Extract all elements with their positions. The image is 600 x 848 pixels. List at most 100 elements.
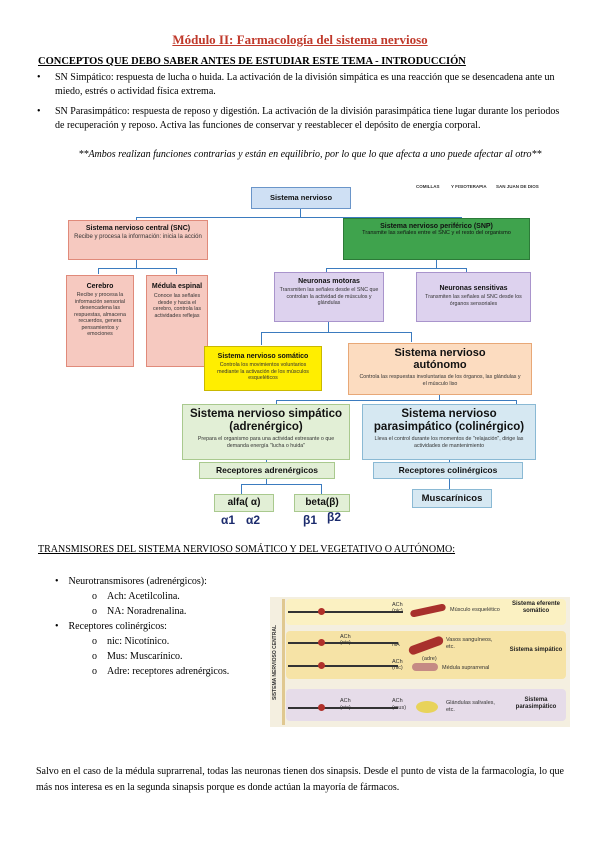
lane2-target2: Médula suprarrenal: [442, 665, 490, 671]
lane1-nic: (nic): [392, 608, 403, 614]
connector: [261, 332, 262, 345]
lane2-ach: ACh: [340, 634, 351, 640]
lane2-na: NA: [392, 642, 400, 648]
connector: [516, 400, 517, 404]
beta1-label: β1: [303, 513, 317, 527]
page-title: Módulo II: Farmacología del sistema nerv…: [172, 32, 428, 47]
lane1-name: Sistema eferente somático: [511, 601, 561, 614]
connector: [449, 479, 450, 489]
neuron-body-icon: [318, 704, 325, 711]
connector: [276, 400, 516, 401]
nervous-system-diagram: COMILLAS Y FISIOTERAPIA SAN JUAN DE DIOS…: [56, 180, 541, 530]
autonomo-box: Sistema nervioso autónomo Controla las r…: [348, 343, 532, 395]
bullet-parasimpatico: • SN Parasimpático: respuesta de reposo …: [37, 105, 560, 133]
root-title: Sistema nervioso: [269, 193, 333, 202]
lane3-target: Glándulas salivales, etc.: [446, 700, 495, 713]
cerebro-title: Cerebro: [86, 283, 114, 290]
neuro-item: NA: Noradrenalina.: [107, 606, 187, 617]
medula-box: Médula espinal Conoce las señales desde …: [146, 275, 208, 367]
parasimpatico-box: Sistema nervioso parasimpático (colinérg…: [362, 404, 536, 460]
recept-item: nic: Nicotínico.: [107, 636, 170, 647]
connector: [136, 217, 461, 218]
snc-box: Sistema nervioso central (SNC) Recibe y …: [68, 220, 208, 260]
connector: [439, 395, 440, 400]
muscarinicos-label: Muscarínicos: [421, 493, 483, 504]
snp-title: Sistema nervioso periférico (SNP): [380, 223, 493, 230]
bullet-icon: •: [55, 621, 59, 632]
bullet-text: SN Simpático: respuesta de lucha o huida…: [55, 72, 555, 97]
lane3-ach2: ACh: [392, 698, 403, 704]
cns-bar: [282, 599, 285, 725]
gland-icon: [416, 701, 438, 713]
connector: [326, 268, 466, 269]
connector: [449, 460, 450, 462]
rec-adren-label: Receptores adrenérgicos: [215, 465, 319, 475]
beta-label: beta(β): [305, 497, 339, 508]
neuron-body-icon: [318, 608, 325, 615]
snp-box: Sistema nervioso periférico (SNP) Transm…: [343, 218, 530, 260]
neuro-label: Neurotransmisores (adrenérgicos):: [68, 576, 207, 587]
beta-box: beta(β): [294, 494, 350, 512]
somatico-desc: Controla los movimientos voluntarios med…: [217, 362, 309, 381]
lane1-target: Músculo esquelético: [450, 607, 500, 613]
logo-text: Y FISIOTERAPIA: [451, 184, 487, 189]
neuron-body-icon: [318, 639, 325, 646]
parasimpatico-title: Sistema nervioso parasimpático (colinérg…: [373, 408, 525, 433]
bullet-icon: •: [37, 106, 41, 117]
snp-desc: Transmite las señales entre el SNC y el …: [362, 230, 511, 236]
cns-side-label: SISTEMA NERVIOSO CENTRAL: [272, 624, 278, 700]
root-box: Sistema nervioso: [251, 187, 351, 209]
medula-title: Médula espinal: [151, 283, 203, 290]
motoras-box: Neuronas motoras Transmiten las señales …: [274, 272, 384, 322]
bullet-icon: •: [37, 72, 41, 83]
alfa-box: alfa( α): [214, 494, 274, 512]
cerebro-desc: Recibe y procesa la información sensoria…: [74, 292, 126, 337]
lane3-mus: (mus): [392, 705, 407, 711]
lane2-nic2: (nic): [392, 665, 403, 671]
recept-item: Mus: Muscarínico.: [107, 651, 183, 662]
lane2-adre: (adre): [422, 656, 437, 662]
snc-desc: Recibe y procesa la información: inicia …: [74, 234, 202, 240]
connector: [136, 260, 137, 268]
neuro-item: Ach: Acetilcolina.: [107, 591, 180, 602]
connector: [241, 484, 321, 485]
connector: [98, 268, 99, 274]
connector: [261, 332, 411, 333]
lane2-ach2: ACh: [392, 659, 403, 665]
connector: [266, 460, 267, 462]
lane3-nic: (nic): [340, 705, 351, 711]
simpatico-desc: Prepara el organismo para una actividad …: [197, 436, 335, 449]
beta2-label: β2: [327, 510, 341, 524]
connector: [266, 479, 267, 484]
transmission-figure: SISTEMA NERVIOSO CENTRAL ACh (nic) Múscu…: [270, 597, 570, 727]
somatico-box: Sistema nervioso somático Controla los m…: [204, 346, 322, 391]
logo-text: COMILLAS: [416, 184, 440, 189]
alfa1-label: α1: [221, 513, 236, 527]
connector: [276, 400, 277, 404]
circle-bullet-icon: o: [92, 591, 97, 602]
lane1-ach: ACh: [392, 602, 403, 608]
connector: [241, 484, 242, 494]
parasimpatico-desc: Lleva el control durante los momentos de…: [374, 436, 524, 449]
autonomo-title: Sistema nervioso autónomo: [394, 347, 486, 371]
connector: [300, 209, 301, 217]
sensitivas-desc: Transmiten las señales al SNC desde los …: [425, 294, 522, 307]
connector: [411, 332, 412, 342]
connector: [328, 322, 329, 332]
circle-bullet-icon: o: [92, 666, 97, 677]
neuro-list: • Neurotransmisores (adrenérgicos): o Ach:…: [55, 574, 229, 679]
intro-heading: CONCEPTOS QUE DEBO SABER ANTES DE ESTUDI…: [38, 56, 466, 67]
axon-line: [288, 707, 398, 709]
autonomo-desc: Controla las respuestas involuntarias de…: [359, 374, 521, 387]
lane3-ach: ACh: [340, 698, 351, 704]
recept-item: Adre: receptores adrenérgicos.: [107, 666, 230, 677]
rec-adren-box: Receptores adrenérgicos: [199, 462, 335, 479]
logo-text: SAN JUAN DE DIOS: [496, 184, 539, 189]
bullet-simpatico: • SN Simpático: respuesta de lucha o hui…: [37, 71, 560, 99]
closing-paragraph: Salvo en el caso de la médula suprarrena…: [36, 766, 564, 793]
lane3-name: Sistema parasimpático: [515, 697, 557, 710]
connector: [436, 260, 437, 268]
connector: [326, 268, 327, 272]
lane2-target1: Vasos sanguíneos, etc.: [446, 637, 493, 650]
transmisores-heading: TRANSMISORES DEL SISTEMA NERVIOSO SOMÁTI…: [38, 544, 456, 555]
